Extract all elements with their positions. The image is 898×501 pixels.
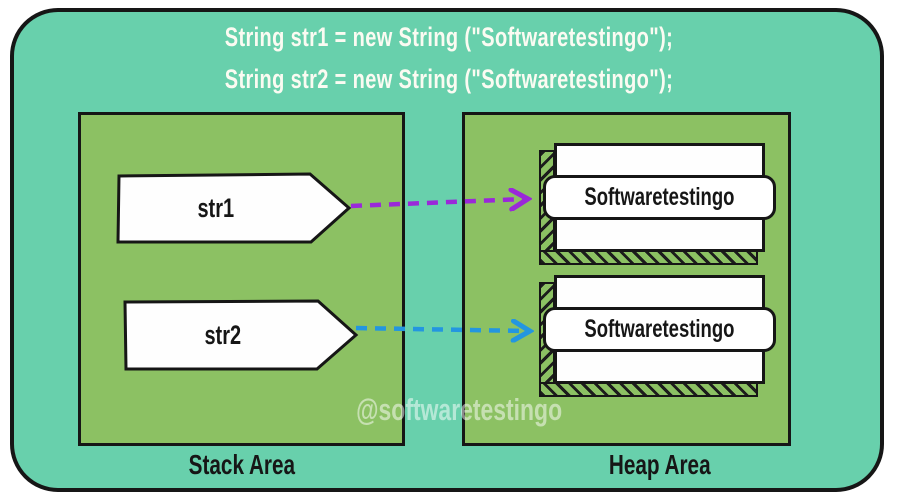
heap-object-1-face: Softwaretestingo bbox=[543, 143, 776, 252]
pointer-str1-label: str1 bbox=[197, 192, 235, 223]
pointer-str2-shape bbox=[123, 299, 359, 371]
code-line-2-text: String str2 = new String ("Softwaretesti… bbox=[224, 64, 674, 94]
pointer-str2-label: str2 bbox=[204, 319, 242, 350]
watermark: @softwaretestingo bbox=[356, 392, 562, 427]
code-line-1: String str1 = new String ("Softwaretesti… bbox=[0, 22, 898, 53]
heap-object-1-value: Softwaretestingo bbox=[584, 183, 735, 211]
code-line-1-text: String str1 = new String ("Softwaretesti… bbox=[224, 22, 674, 52]
pointer-str2: str2 bbox=[123, 299, 360, 371]
heap-area-box: Softwaretestingo Softwaretestingo bbox=[462, 112, 791, 446]
heap-object-2-value: Softwaretestingo bbox=[584, 315, 735, 343]
stack-area-box: str1 str2 bbox=[78, 112, 405, 446]
pointer-str1: str1 bbox=[116, 172, 353, 244]
heap-object-1-value-box: Softwaretestingo bbox=[543, 175, 776, 220]
code-line-2: String str2 = new String ("Softwaretesti… bbox=[0, 64, 898, 95]
heap-object-1: Softwaretestingo bbox=[539, 143, 776, 265]
stack-area-label: Stack Area bbox=[188, 449, 295, 480]
heap-object-2: Softwaretestingo bbox=[539, 275, 776, 397]
heap-object-2-face: Softwaretestingo bbox=[543, 275, 776, 384]
heap-object-1-side-bottom bbox=[539, 250, 758, 265]
pointer-str1-shape bbox=[116, 172, 352, 244]
heap-object-2-value-box: Softwaretestingo bbox=[543, 307, 776, 352]
heap-area-label: Heap Area bbox=[609, 449, 711, 480]
